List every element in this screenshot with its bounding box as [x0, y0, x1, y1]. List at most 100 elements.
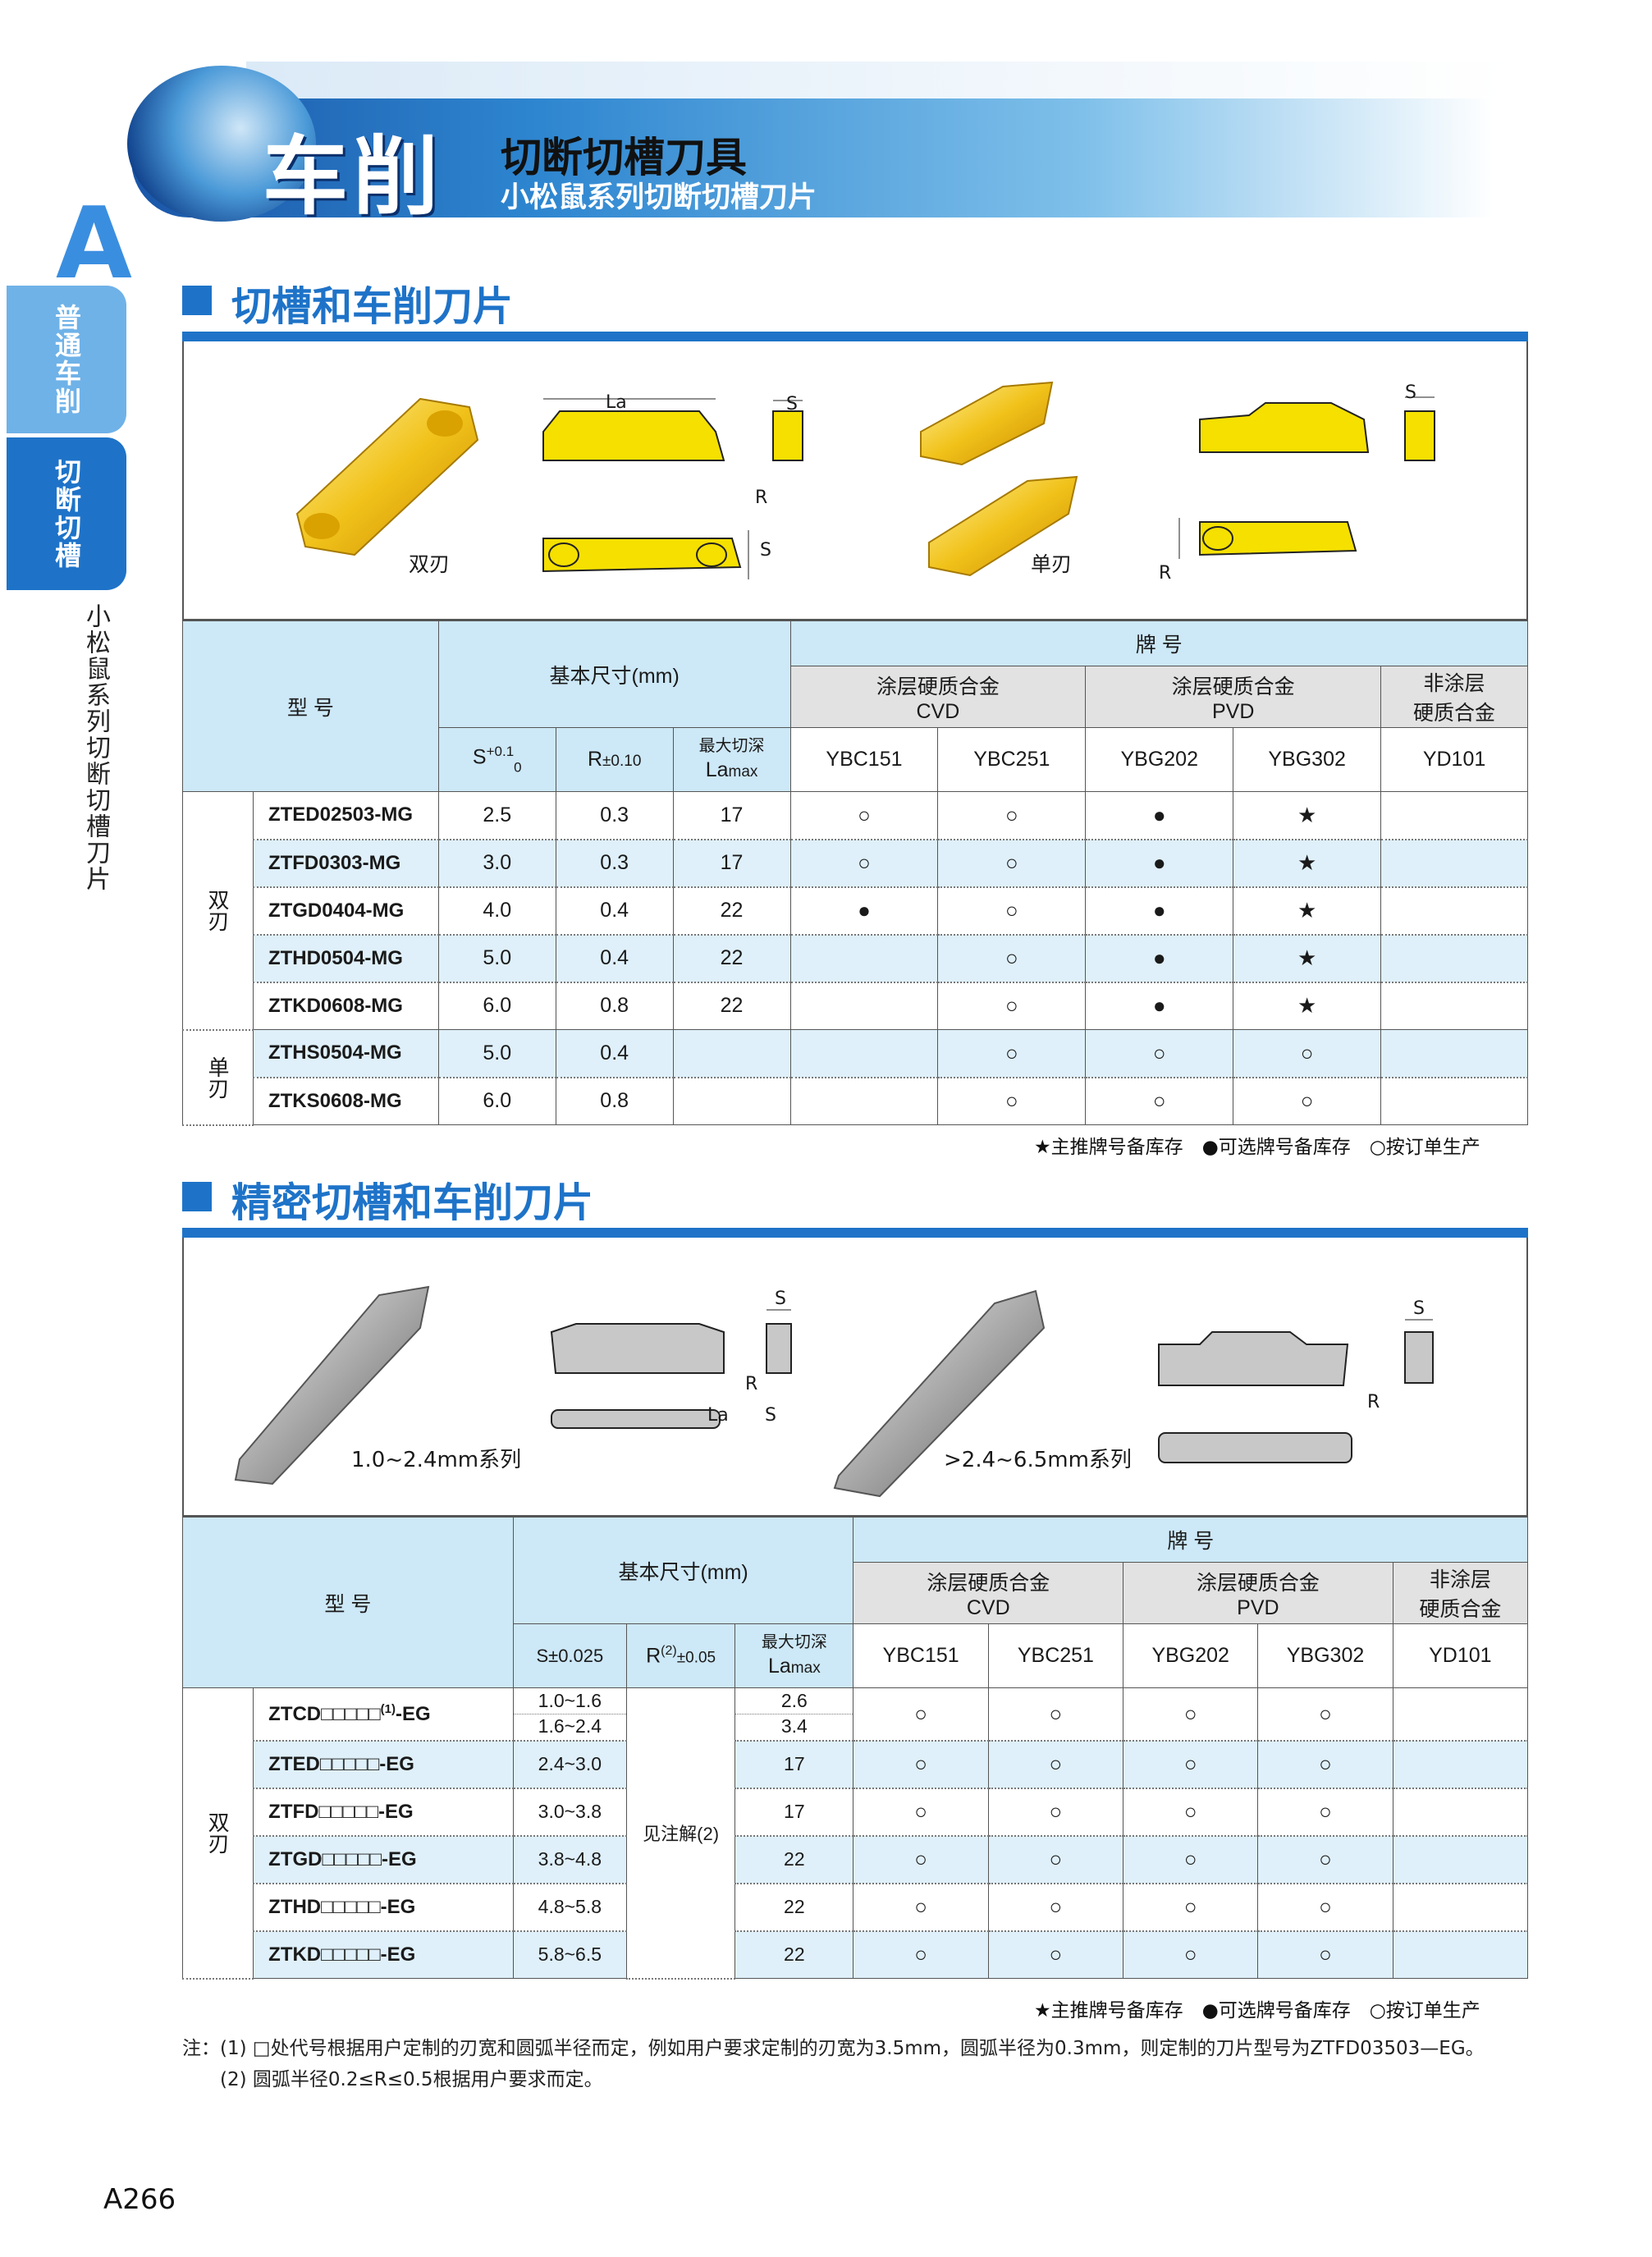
page-subtitle: 小松鼠系列切断切槽刀片	[501, 181, 817, 214]
model-suffix: -EG	[395, 1702, 431, 1725]
grade-ybg302: YBG302	[1233, 727, 1382, 792]
sidebar-subsection-label: 小松鼠系列切断切槽刀片	[81, 603, 110, 892]
r-cell: 0.8	[555, 1077, 674, 1125]
grade-cell: ○	[853, 1687, 989, 1742]
r-column-header-2: R(2)±0.05	[625, 1623, 736, 1688]
s-cell: 6.0	[437, 982, 556, 1030]
s-cell: 5.0	[437, 1029, 556, 1078]
dimension-header-2: 基本尺寸(mm)	[512, 1517, 854, 1624]
grade-cell: ○	[1123, 1930, 1259, 1979]
sidebar-tab-grooving[interactable]: 切断切槽	[7, 437, 126, 590]
s-value: 5.8~6.5	[538, 1943, 602, 1965]
page-title: 切断切槽刀具	[501, 134, 747, 181]
note-1: 注：(1) □处代号根据用户定制的刃宽和圆弧半径而定，例如用户要求定制的刃宽为3…	[182, 2038, 1485, 2059]
section2-insert-drawings	[234, 1285, 1434, 1498]
section-marker-icon	[182, 286, 212, 315]
s-cell: 2.4~3.0	[512, 1740, 627, 1789]
s-dimension-label: S	[786, 394, 798, 414]
model-cell: ZTHD□□□□□-EG	[253, 1883, 514, 1932]
page-number: A266	[103, 2183, 176, 2216]
grade-ybg202: YBG202	[1085, 727, 1234, 792]
grade-cell	[1380, 934, 1528, 983]
s-cell: 5.8~6.5	[512, 1930, 627, 1979]
r-cell: 0.3	[555, 839, 674, 888]
grade-cell: ★	[1233, 886, 1382, 936]
grade-cell: ○	[987, 1788, 1124, 1837]
grade-cell: ○	[1123, 1835, 1259, 1884]
r-dimension-label-2: R	[1159, 563, 1172, 584]
grade-cell: ○	[789, 839, 939, 888]
la-cell: 17	[672, 791, 791, 840]
model-cell: ZTKS0608-MG	[252, 1077, 439, 1125]
grade-cell	[1380, 886, 1528, 936]
grade-cell	[789, 1077, 939, 1125]
s-cell: 6.0	[437, 1077, 556, 1125]
uncoated-header-2: 非涂层 硬质合金	[1392, 1562, 1529, 1624]
grade-cell: ●	[789, 886, 939, 936]
grade-cell: ○	[987, 1687, 1124, 1742]
r-dimension-label: R	[755, 488, 768, 508]
grade-cell	[789, 982, 939, 1030]
la-cell: 17	[734, 1740, 854, 1789]
r-note-cell: 见注解(2)	[625, 1687, 736, 1980]
s-value: 1.6~2.4	[538, 1714, 602, 1737]
section-letter: A	[56, 187, 132, 301]
grade-cell: ○	[1257, 1930, 1393, 1979]
grade-cell: ○	[853, 1835, 989, 1884]
grade-cell: ○	[853, 1930, 989, 1979]
model-cell: ZTED02503-MG	[252, 791, 439, 840]
grade-cell: ○	[987, 1883, 1124, 1932]
grade-cell: ○	[1123, 1740, 1259, 1789]
grade-cell: ★	[1233, 982, 1382, 1030]
grade-cell: ○	[987, 1835, 1124, 1884]
s-cell: 3.0	[437, 839, 556, 888]
la-value: 22	[784, 1943, 805, 1965]
grade-cell: ○	[937, 1029, 1087, 1078]
la-cell: 17	[672, 839, 791, 888]
s-cell: 3.8~4.8	[512, 1835, 627, 1884]
section2-title: 精密切槽和车削刀片	[231, 1179, 594, 1226]
grade-cell: ●	[1085, 839, 1234, 888]
sidebar-tab-general-turning[interactable]: 普通车削	[7, 286, 126, 433]
note-2: (2) 圆弧半径0.2≤R≤0.5根据用户要求而定。	[220, 2069, 603, 2090]
double-edge-caption: 双刃	[409, 552, 451, 576]
model-code: ZTCD□□□□□	[268, 1702, 381, 1725]
s-dim-label-2b: S	[765, 1405, 776, 1426]
grade-cell: ○	[1233, 1029, 1382, 1078]
grade-cell: ○	[937, 1077, 1087, 1125]
section2-bar	[182, 1228, 1528, 1238]
s-dim-label-2a: S	[775, 1289, 786, 1309]
grade-yd101-2: YD101	[1392, 1623, 1529, 1688]
la-cell: 17	[734, 1788, 854, 1837]
grade-cell: ●	[1085, 886, 1234, 936]
s-cell: 4.0	[437, 886, 556, 936]
la-value: 2.6	[735, 1689, 853, 1714]
grade-cell: ○	[789, 791, 939, 840]
grade-cell: ○	[1123, 1687, 1259, 1742]
grade-yd101: YD101	[1380, 727, 1528, 792]
grade-cell: ○	[1085, 1077, 1234, 1125]
s-dim-label-2c: S	[1413, 1298, 1425, 1319]
model-cell: ZTGD□□□□□-EG	[253, 1835, 514, 1884]
section-marker-icon-2	[182, 1182, 212, 1211]
grade-cell	[1392, 1883, 1529, 1932]
small-series-insert-image	[234, 1285, 430, 1486]
section1-table: 型 号 基本尺寸(mm) 牌 号 涂层硬质合金 CVD 涂层硬质合金 PVD 非…	[182, 620, 1529, 1126]
section1-title: 切槽和车削刀片	[231, 283, 514, 330]
grade-cell	[789, 934, 939, 983]
grade-header-2: 牌 号	[853, 1517, 1528, 1563]
la-cell: 22	[672, 886, 791, 936]
grade-cell: ●	[1085, 791, 1234, 840]
grade-cell: ○	[853, 1788, 989, 1837]
grade-ybc251: YBC251	[937, 727, 1087, 792]
cvd-header: 涂层硬质合金 CVD	[789, 666, 1087, 728]
s-column-header-2: S±0.025	[512, 1623, 627, 1688]
model-code: ZTED□□□□□-EG	[268, 1752, 414, 1775]
s-cell: 4.8~5.8	[512, 1883, 627, 1932]
grade-cell: ○	[937, 982, 1087, 1030]
